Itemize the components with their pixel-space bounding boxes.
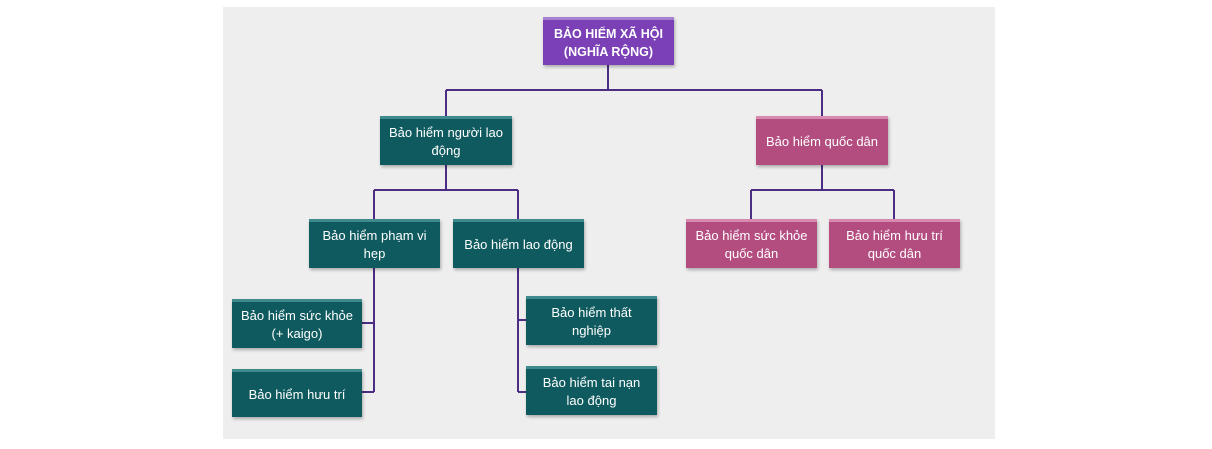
connector-employment-to-leaves — [517, 268, 526, 393]
node-employment-insurance: Bảo hiểm lao động — [453, 219, 584, 268]
connector-root-to-children — [445, 65, 823, 116]
node-national-pension-insurance: Bảo hiểm hưu trí quốc dân — [829, 219, 960, 268]
connector-national-to-children — [750, 165, 895, 219]
node-health-insurance-kaigo: Bảo hiểm sức khỏe (+ kaigo) — [232, 299, 362, 348]
root-node-social-insurance: BẢO HIỂM XÃ HỘI (NGHĨA RỘNG) — [543, 17, 674, 65]
node-labor-accident-insurance: Bảo hiểm tai nạn lao động — [526, 366, 657, 415]
connector-labor-to-children — [373, 165, 519, 219]
node-national-health-insurance: Bảo hiểm sức khỏe quốc dân — [686, 219, 817, 268]
node-national-insurance: Bảo hiểm quốc dân — [756, 116, 888, 165]
node-narrow-scope-insurance: Bảo hiểm phạm vi hẹp — [309, 219, 440, 268]
node-unemployment-insurance: Bảo hiểm thất nghiệp — [526, 296, 657, 345]
connector-narrow-to-leaves — [362, 268, 375, 393]
node-worker-insurance: Bảo hiểm người lao động — [380, 116, 512, 165]
node-pension-insurance: Bảo hiểm hưu trí — [232, 369, 362, 417]
